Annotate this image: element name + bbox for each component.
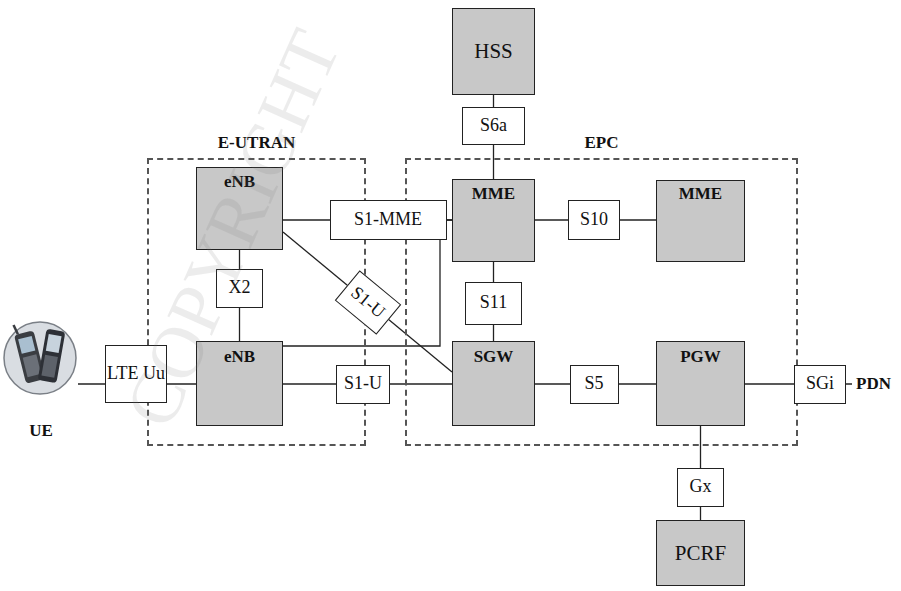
- interface-name: S1-U: [345, 281, 389, 323]
- interface-name: S6a: [480, 114, 507, 137]
- interface-tag: S11: [465, 282, 522, 325]
- interface-name: LTE Uu: [107, 362, 165, 385]
- element-name: PGW: [680, 347, 721, 367]
- interface-tag: S1-U: [334, 270, 400, 334]
- interface-tag: S10: [568, 200, 620, 240]
- element-name: MME: [472, 184, 515, 204]
- interface-tag: S1-MME: [330, 200, 447, 240]
- network-element: MME: [656, 180, 745, 262]
- network-element: eNB: [196, 341, 283, 426]
- phone-screen: [18, 336, 35, 354]
- interface-tag: S1-U: [336, 365, 390, 404]
- device-label: UE: [29, 421, 53, 441]
- network-element: eNB: [196, 167, 283, 250]
- phone-screen: [46, 334, 62, 353]
- interface-tag: SGi: [794, 365, 846, 404]
- phone-keypad: [23, 354, 41, 377]
- element-name: eNB: [224, 172, 255, 192]
- ue-badge: [4, 322, 76, 394]
- element-name: eNB: [224, 347, 255, 367]
- interface-name: S1-U: [344, 372, 382, 395]
- network-element: SGW: [452, 341, 535, 426]
- interface-name: X2: [229, 276, 251, 299]
- interface-name: S1-MME: [354, 208, 422, 231]
- interface-name: S5: [584, 372, 603, 395]
- interface-tag: X2: [216, 269, 263, 308]
- element-name: HSS: [474, 39, 513, 64]
- interface-name: S10: [580, 208, 608, 231]
- interface-tag: LTE Uu: [105, 345, 167, 403]
- interface-name: S11: [480, 291, 507, 314]
- interface-name: SGi: [806, 372, 834, 395]
- network-element: MME: [452, 179, 535, 262]
- interface-tag: S5: [570, 365, 619, 404]
- network-element: PGW: [656, 341, 745, 426]
- network-label: PDN: [856, 374, 891, 394]
- region-heading: E-UTRAN: [149, 133, 364, 153]
- user-equipment: UE: [4, 318, 78, 443]
- network-element: HSS: [452, 8, 535, 95]
- phone-body: [38, 329, 66, 384]
- network-element: PCRF: [656, 520, 745, 586]
- phone-keypad: [41, 355, 57, 378]
- element-name: PCRF: [675, 541, 726, 566]
- interface-link: [283, 232, 452, 372]
- interface-tag: S6a: [462, 107, 525, 145]
- phone-icon: [38, 329, 66, 384]
- interface-tag: Gx: [677, 468, 724, 507]
- phone-antenna: [14, 325, 18, 335]
- element-name: MME: [679, 184, 722, 204]
- interface-name: Gx: [690, 475, 712, 498]
- element-name: SGW: [474, 347, 514, 367]
